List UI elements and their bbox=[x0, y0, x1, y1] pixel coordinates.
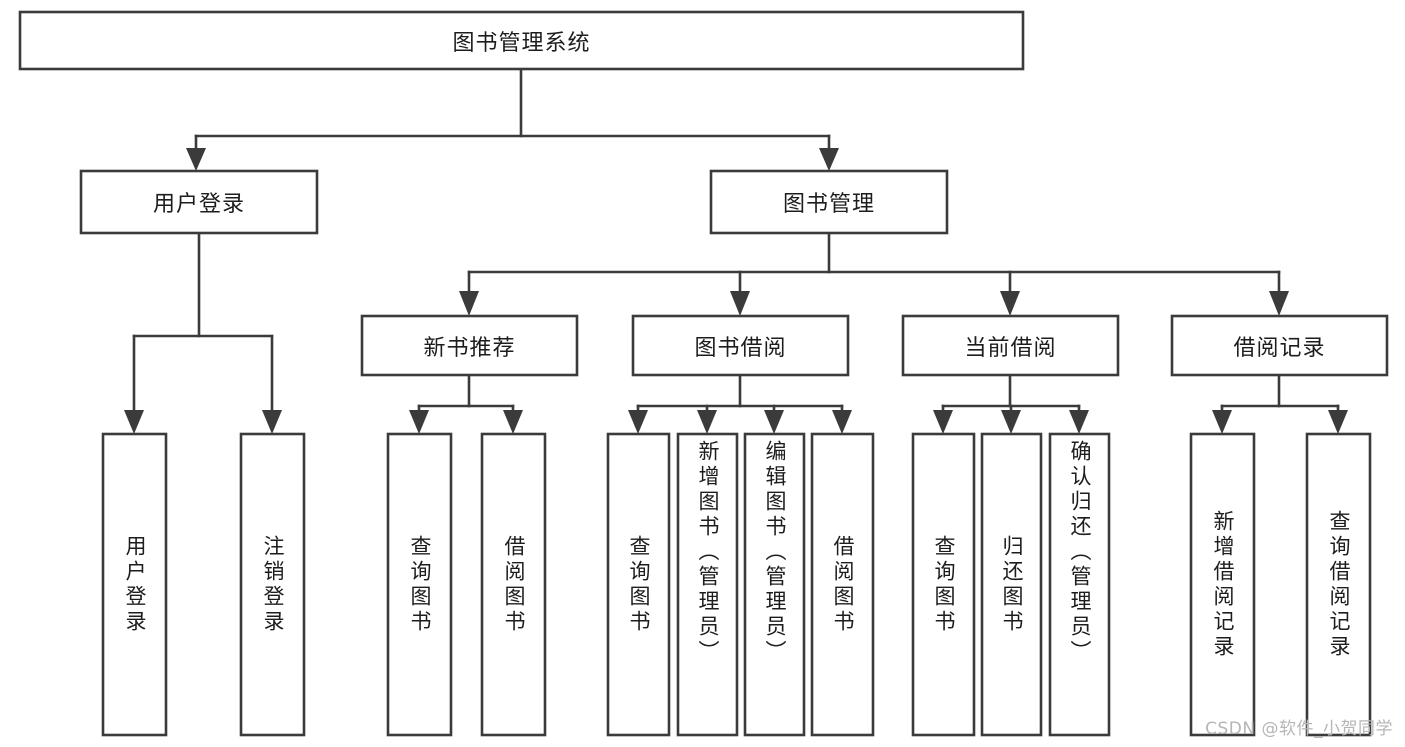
arrow-to-borrow-edit-book bbox=[764, 410, 784, 434]
node-box-borrow-edit-book[interactable] bbox=[743, 432, 806, 737]
arrow-to-user-logout bbox=[262, 410, 282, 434]
node-box-book-management[interactable] bbox=[709, 169, 949, 235]
arrow-to-book-borrow bbox=[730, 291, 750, 316]
arrow-to-new-book-recommend bbox=[459, 291, 479, 316]
node-box-recommend-borrow-book[interactable] bbox=[480, 432, 547, 737]
node-box-borrow-query-book[interactable] bbox=[606, 432, 671, 737]
node-box-borrow-records[interactable] bbox=[1170, 314, 1389, 377]
arrow-to-current-query-book bbox=[933, 410, 953, 434]
arrow-to-records-query bbox=[1328, 410, 1348, 434]
node-box-records-query[interactable] bbox=[1305, 432, 1372, 737]
arrow-to-book-management bbox=[819, 148, 839, 171]
node-box-borrow-borrow-book[interactable] bbox=[810, 432, 875, 737]
arrow-to-user-login-do bbox=[124, 410, 144, 434]
node-box-recommend-query-book[interactable] bbox=[386, 432, 453, 737]
arrow-to-borrow-borrow-book bbox=[832, 410, 852, 434]
arrow-to-current-borrow bbox=[1000, 291, 1020, 316]
arrow-to-current-confirm-return bbox=[1069, 410, 1089, 434]
node-box-user-logout[interactable] bbox=[239, 432, 306, 737]
node-box-root[interactable] bbox=[18, 10, 1025, 71]
arrow-to-borrow-records bbox=[1269, 291, 1289, 316]
arrow-to-recommend-borrow-book bbox=[503, 410, 523, 434]
arrow-to-user-login bbox=[186, 148, 206, 171]
arrow-to-borrow-query-book bbox=[628, 410, 648, 434]
node-box-current-confirm-return[interactable] bbox=[1048, 432, 1111, 737]
node-box-book-borrow[interactable] bbox=[631, 314, 850, 377]
node-box-current-borrow[interactable] bbox=[901, 314, 1120, 377]
arrow-to-recommend-query-book bbox=[409, 410, 429, 434]
node-box-records-add[interactable] bbox=[1189, 432, 1256, 737]
arrow-to-borrow-add-book bbox=[697, 410, 717, 434]
node-box-borrow-add-book[interactable] bbox=[676, 432, 739, 737]
node-box-user-login-do[interactable] bbox=[101, 432, 168, 737]
node-box-current-return-book[interactable] bbox=[980, 432, 1043, 737]
node-box-current-query-book[interactable] bbox=[911, 432, 976, 737]
node-box-new-book-recommend[interactable] bbox=[360, 314, 579, 377]
watermark: CSDN @软件_小贺同学 bbox=[1205, 719, 1393, 739]
arrow-to-current-return-book bbox=[1001, 410, 1021, 434]
node-box-layer bbox=[18, 10, 1389, 737]
connector-layer bbox=[124, 67, 1348, 434]
arrow-to-records-add bbox=[1212, 410, 1232, 434]
node-box-user-login[interactable] bbox=[79, 169, 319, 235]
